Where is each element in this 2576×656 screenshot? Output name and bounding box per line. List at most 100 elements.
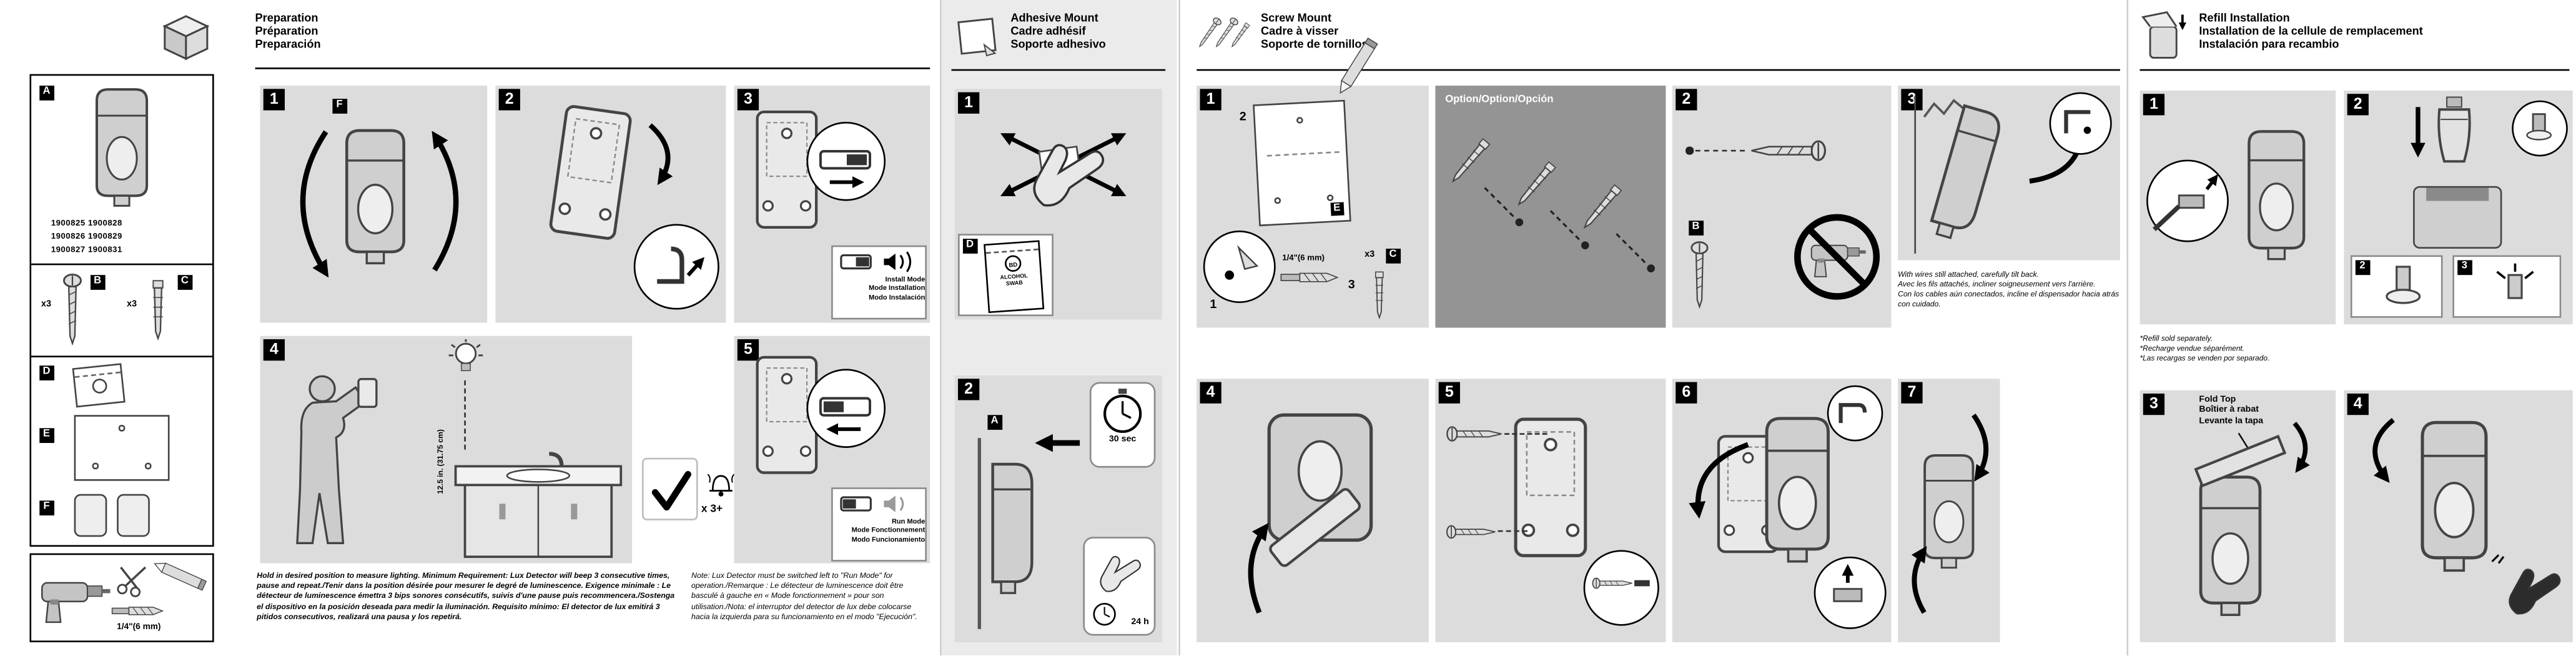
bracket-illustration <box>522 96 673 303</box>
drill-bit-size: 1/4"(6 mm) <box>117 622 161 633</box>
prep-step-1: 1 F <box>260 86 488 323</box>
refill-bottle-icon <box>2429 94 2479 169</box>
corner-detail <box>2064 110 2091 134</box>
screw-dashes-bottom <box>1498 530 1528 532</box>
step-number: 1 <box>1200 89 1221 111</box>
adhesive-pad-icon <box>957 17 997 57</box>
install-mode-inset: Install Mode Mode Installation Modo Inst… <box>831 245 927 320</box>
lux-ok-checkbox <box>641 457 698 520</box>
screw-step-3: 3 <box>1898 86 2120 261</box>
qty-b: x3 <box>41 299 52 310</box>
swab-inset: D BD ALCOHOL SWAB <box>958 234 1054 317</box>
fold-top-label: Fold Top Boîtier à rabat Levante la tapa <box>2199 395 2264 427</box>
step-number: 2 <box>2347 94 2369 116</box>
callout-3: 3 <box>1348 276 1355 292</box>
section-divider <box>939 0 940 656</box>
latch-magnifier <box>1814 556 1887 629</box>
run-mode-inset: Run Mode Mode Fonctionnement Modo Funcio… <box>831 487 927 562</box>
switch-magnifier <box>806 122 886 201</box>
lux-measure-note: Hold in desired position to measure ligh… <box>257 571 675 621</box>
bit-size: 1/4"(6 mm) <box>1282 253 1325 264</box>
anchors-into-wall <box>1449 138 1656 272</box>
callout-2: 2 <box>2355 260 2370 274</box>
step-number: 6 <box>1675 382 1697 404</box>
part-label-c: C <box>177 275 192 289</box>
step-number: 4 <box>2347 393 2369 415</box>
screw-path-dashes <box>1695 149 1745 152</box>
part-ref-d: D <box>962 239 977 253</box>
title-rule <box>1197 69 2120 71</box>
checkmark-icon <box>651 470 692 511</box>
run-mode-label: Run Mode Mode Fonctionnement Modo Funcio… <box>851 517 925 544</box>
wires <box>1923 99 1965 118</box>
prep-step-3: 3 Install Mode Mode Installation Modo In <box>734 86 930 323</box>
part-label-e: E <box>39 428 54 442</box>
screw-step-4: 4 <box>1197 379 1429 642</box>
tools-panel: 1/4"(6 mm) <box>29 553 214 642</box>
step-number: 2 <box>1675 89 1697 111</box>
screw-step-2: 2 B <box>1672 86 1892 328</box>
close-arrow <box>2372 418 2395 483</box>
install-switch-speaker-icon <box>840 251 912 272</box>
screw-magnifier <box>1583 550 1659 626</box>
run-switch-speaker-icon <box>840 495 904 512</box>
cure-duration: 24 h <box>1131 617 1149 628</box>
wall-hole <box>1685 146 1693 154</box>
prep-step-2: 2 <box>495 86 726 323</box>
attach-arrow <box>1689 442 1749 519</box>
mark-magnifier <box>1203 231 1276 303</box>
preparation-title: Preparation Préparation Preparación <box>255 13 321 51</box>
step-number: 3 <box>2143 393 2165 415</box>
template-card <box>74 415 170 481</box>
part-ref-c: C <box>1386 249 1400 263</box>
step-number: 4 <box>263 339 285 361</box>
step-number: 1 <box>958 92 980 114</box>
latch-tool-detail <box>2153 174 2218 232</box>
pencil-mark-detail <box>1225 244 1259 280</box>
switch-detail <box>819 397 871 435</box>
refill-step-4: 4 <box>2344 390 2573 642</box>
title-rule <box>2139 69 2570 71</box>
step-number: 4 <box>1200 382 1221 404</box>
screw-dashes-top <box>1504 433 1547 435</box>
press-arrow <box>1035 434 1080 452</box>
part-ref-b: B <box>1689 221 1703 235</box>
part-label-f: F <box>39 500 54 515</box>
step-number: 2 <box>498 89 520 111</box>
callout-2: 2 <box>1239 108 1246 124</box>
callout-3: 3 <box>2457 260 2472 274</box>
prep-step-4: 4 12.5 in. (31.75 cm) <box>260 335 633 564</box>
hook-detail <box>1838 403 1867 424</box>
dispenser-front-illustration <box>2235 114 2317 279</box>
qty-c: x3 <box>126 299 137 310</box>
part-label-b: B <box>90 275 105 289</box>
section-divider <box>2126 0 2128 656</box>
step-number: 5 <box>1438 382 1460 404</box>
screwdriver-detail <box>1592 577 1650 589</box>
dispenser-front-illustration <box>2407 410 2502 584</box>
step-number: 1 <box>2143 94 2165 116</box>
snap-click-detail <box>2496 263 2534 299</box>
beep-count: x 3+ <box>701 504 723 516</box>
step-number: 3 <box>1901 89 1923 111</box>
clip-detail <box>657 246 705 284</box>
nozzle-detail <box>2526 113 2552 141</box>
timer-inset: 30 sec <box>1089 382 1156 468</box>
adhesive-step-1: 1 D BD ALCOHOL SWAB <box>954 89 1162 320</box>
insert-arrow <box>2411 107 2425 158</box>
rotate-arrows <box>300 130 459 278</box>
parts-list-panel: A 1900825 1900828 1900826 1900829 190082… <box>29 74 214 547</box>
corner-magnifier <box>2049 92 2112 155</box>
trim-plate-1 <box>74 494 107 537</box>
press-duration: 30 sec <box>1108 434 1137 445</box>
click-inset: 3 <box>2452 255 2562 318</box>
divider <box>31 263 213 265</box>
refill-sold-separately-note: *Refill sold separately. *Recharge vendu… <box>2139 334 2270 362</box>
latch-magnifier <box>2146 159 2229 242</box>
title-rule <box>951 69 1166 71</box>
